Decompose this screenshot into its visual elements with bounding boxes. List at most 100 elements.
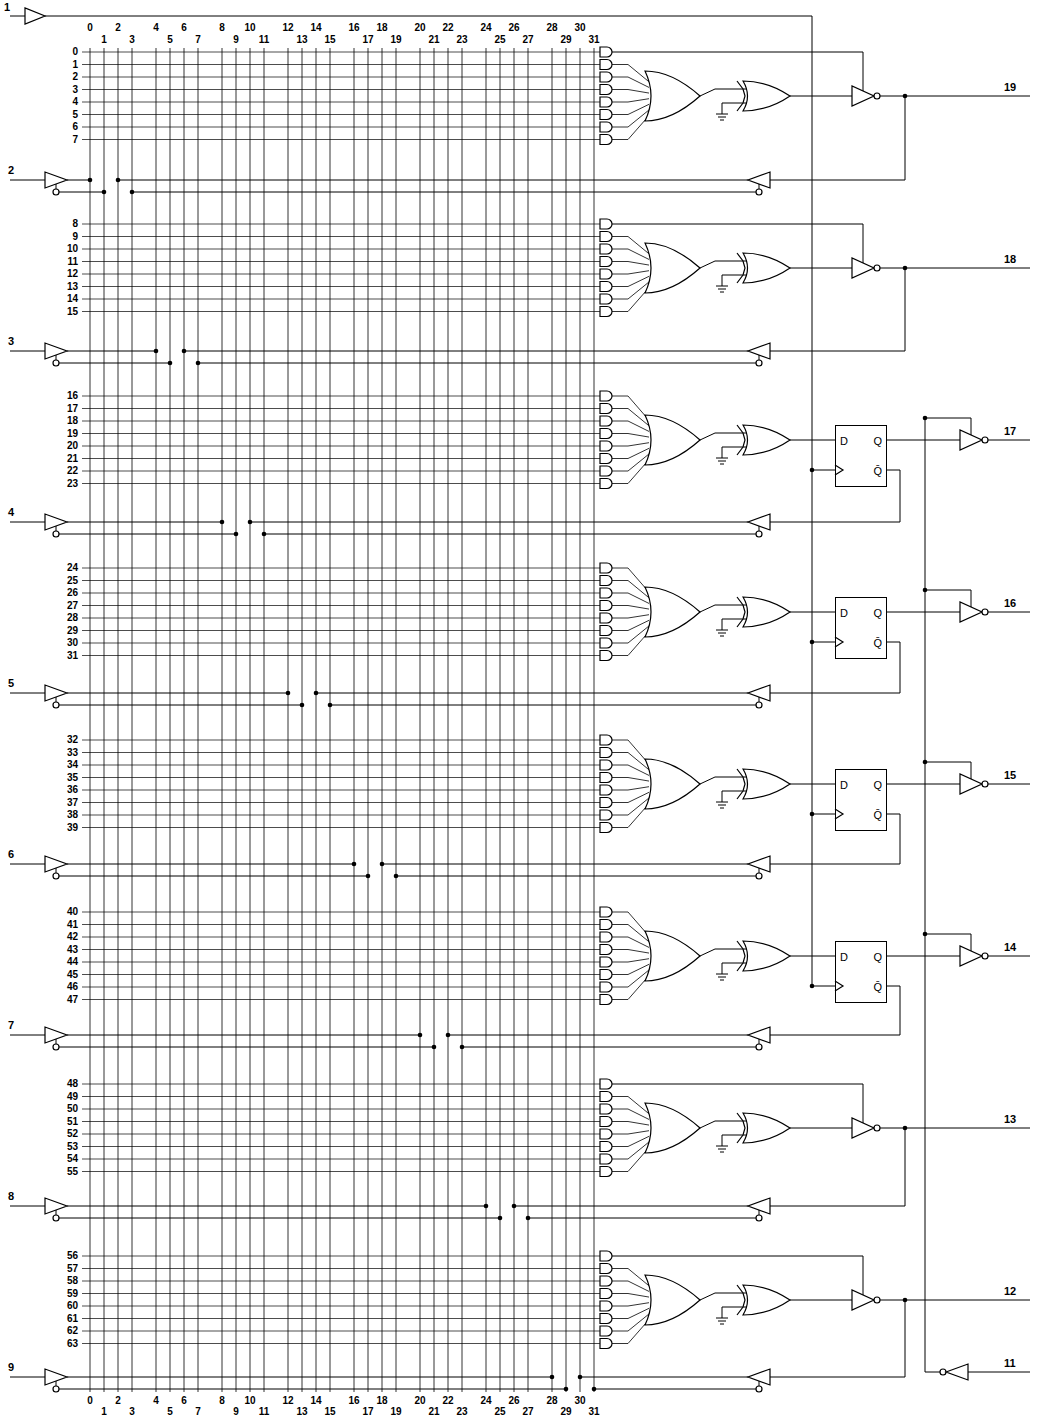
and-gate [600,416,612,426]
or-input-line [612,282,649,299]
and-gate [600,920,612,930]
column-number: 6 [174,22,194,34]
column-number: 14 [306,1395,326,1407]
row-number: 14 [48,293,78,305]
complement-stub [56,526,57,531]
row-number: 59 [48,1288,78,1300]
or-gate [645,931,700,981]
product-term-line [82,1268,600,1269]
clock-triangle [835,981,843,991]
or-output-line [700,261,747,268]
polarity-fuse-line [722,447,747,458]
true-input-line [67,1035,420,1036]
product-term-line [82,408,600,409]
product-term-line [82,1121,600,1122]
polarity-fuse-line [722,103,747,114]
or-input-line [612,1097,649,1114]
junction-dot [130,190,135,195]
or-input-line [612,606,649,610]
column-number: 22 [438,22,458,34]
column-number: 29 [556,34,576,46]
column-number: 11 [254,34,274,46]
column-number: 8 [212,1395,232,1407]
and-gate [600,785,612,795]
column-number: 1 [94,34,114,46]
or-input-line [612,1303,649,1306]
flip-flop-pin-label: Q [873,606,882,620]
inversion-bubble [874,1297,880,1303]
or-input-line [612,620,649,630]
and-gate [600,601,612,611]
complement-feedback-line [330,705,756,706]
column-number: 3 [122,34,142,46]
row-number: 61 [48,1313,78,1325]
product-term-line [82,1109,600,1110]
or-input-line [612,271,649,274]
or-gate [645,587,700,637]
or-input-line [612,1308,649,1318]
input-buffer [45,172,67,188]
product-term-line [82,1096,600,1097]
row-number: 54 [48,1153,78,1165]
and-gate [600,404,612,414]
complement-stub [56,1381,57,1386]
and-gate [600,995,612,1005]
ground-symbol [718,805,726,806]
or-output-line [700,777,747,784]
feedback-line [770,1128,905,1206]
input-buffer [45,1027,67,1043]
product-term-line [82,1146,600,1147]
junction-dot [248,520,253,525]
or-input-line [612,1136,649,1146]
ground-symbol [720,292,724,293]
ground-symbol [716,974,728,975]
complement-feedback-line [132,192,756,193]
product-term-line [82,765,600,766]
ground-symbol [716,1318,728,1319]
true-feedback-line [514,1206,748,1207]
complement-input-line [59,192,104,193]
inversion-bubble [874,93,880,99]
row-number: 34 [48,759,78,771]
product-term-line [82,827,600,828]
junction-dot [182,349,187,354]
row-number: 56 [48,1250,78,1262]
and-gate [600,1339,612,1349]
row-number: 24 [48,562,78,574]
inversion-bubble [53,1044,59,1050]
input-pin-line [10,1377,45,1378]
ground-symbol [718,461,726,462]
junction-dot [592,1387,597,1392]
column-number: 25 [490,34,510,46]
or-output-line [700,89,747,96]
pin-number: 2 [8,164,22,176]
tristate-inverter [852,258,874,278]
product-term-line [82,1318,600,1319]
flip-flop-box: DQQ̄ [835,769,887,831]
junction-dot [380,862,385,867]
ground-symbol [718,977,726,978]
tristate-inverter [852,1290,874,1310]
and-gate [600,982,612,992]
and-gate [600,244,612,254]
ground-symbol [720,464,724,465]
product-term-line [82,421,600,422]
and-gate [600,626,612,636]
row-number: 39 [48,822,78,834]
true-input-line [67,864,354,865]
column-number: 0 [80,22,100,34]
complement-feedback-line [462,1047,756,1048]
output-pin-line [988,440,1030,441]
junction-dot [526,1216,531,1221]
ground-symbol [716,458,728,459]
inversion-bubble [53,360,59,366]
junction-dot [220,520,225,525]
true-input-line [67,351,156,352]
or-input-line [612,262,649,266]
xor-gate-curve [737,1113,745,1143]
input-column-line [264,48,265,1392]
row-number: 21 [48,453,78,465]
feedback-buffer [748,514,770,530]
complement-stub [759,868,760,873]
column-number: 18 [372,1395,392,1407]
